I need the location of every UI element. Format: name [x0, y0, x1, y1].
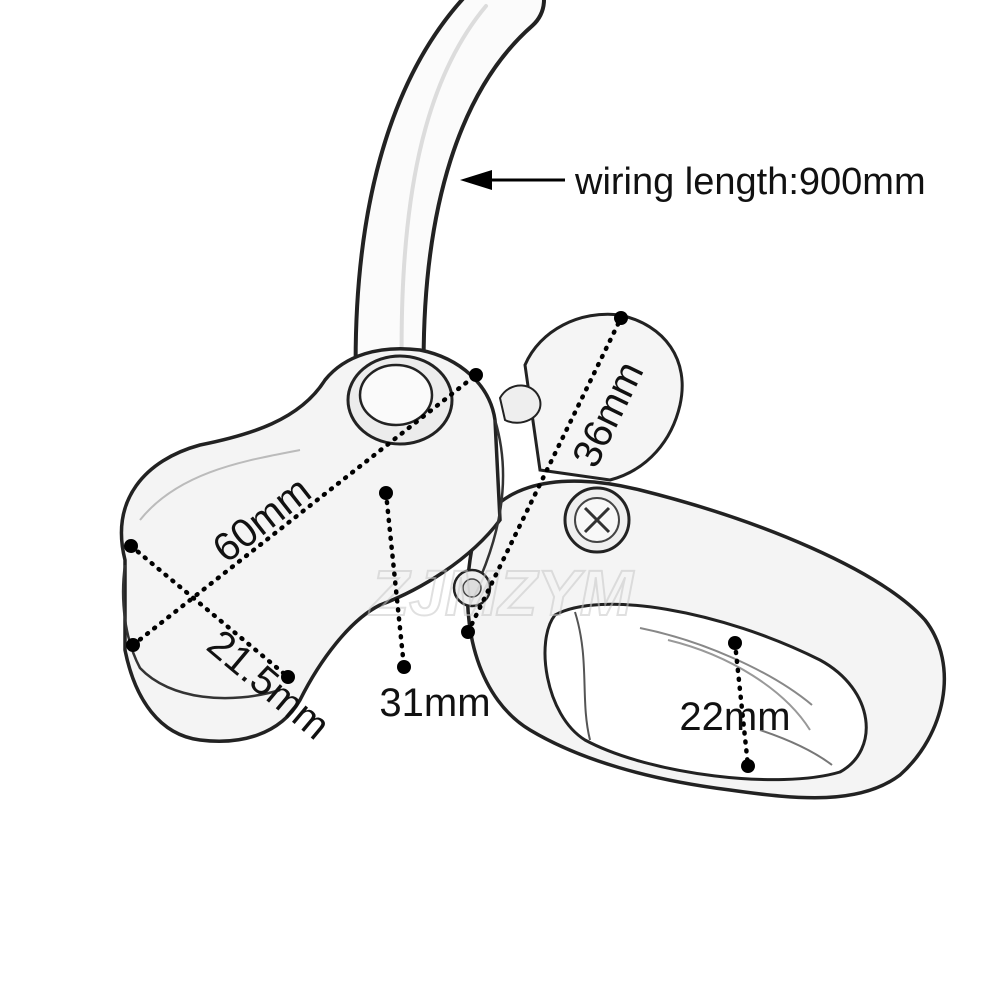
dim-line-36 [465, 315, 624, 635]
dim-line-31 [383, 490, 407, 670]
dim-22-end-a [728, 636, 742, 650]
dim-60-end-a [126, 638, 140, 652]
dim-36-end-a [461, 625, 475, 639]
wiring-length-label: wiring length:900mm [574, 161, 926, 203]
dim-215-end-b [281, 670, 295, 684]
clamp-ring [465, 479, 947, 800]
dim-36-end-b [614, 311, 628, 325]
screw-head [563, 486, 631, 554]
dim-line-22 [732, 640, 751, 769]
dim-215-end-a [124, 539, 138, 553]
callout-arrow [460, 170, 565, 190]
set-screw [452, 568, 492, 608]
dim-label-31: 31mm [379, 681, 490, 725]
dim-label-22: 22mm [679, 695, 790, 739]
dim-22-end-b [741, 759, 755, 773]
wiring-cable [353, 0, 546, 426]
dim-line-60 [130, 372, 479, 648]
dimension-endpoints [124, 311, 755, 773]
dim-60-end-b [469, 368, 483, 382]
dimension-lines [128, 315, 751, 769]
switch-housing [119, 347, 505, 743]
dim-31-end-a [379, 486, 393, 500]
dim-line-215 [128, 543, 291, 680]
dim-31-end-b [397, 660, 411, 674]
